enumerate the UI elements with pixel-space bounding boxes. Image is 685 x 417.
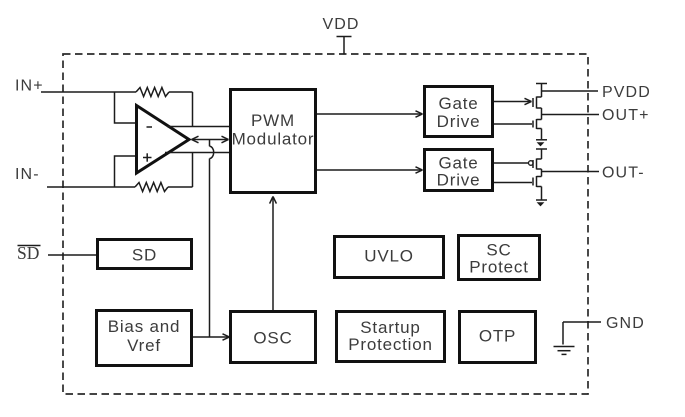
svg-text:GND: GND (606, 315, 645, 332)
svg-text:Modulator: Modulator (232, 130, 315, 149)
svg-text:IN+: IN+ (15, 78, 44, 95)
svg-text:SD: SD (17, 243, 39, 263)
svg-text:IN-: IN- (15, 166, 40, 183)
svg-text:OSC: OSC (253, 329, 292, 348)
svg-text:OTP: OTP (479, 327, 516, 346)
svg-text:SC: SC (486, 241, 511, 260)
svg-text:Startup: Startup (360, 318, 420, 337)
svg-text:Protect: Protect (469, 258, 528, 277)
svg-text:OUT+: OUT+ (602, 107, 650, 124)
svg-text:Gate: Gate (438, 94, 478, 113)
svg-text:Bias and: Bias and (108, 317, 181, 336)
svg-text:SD: SD (132, 246, 157, 265)
svg-text:UVLO: UVLO (364, 247, 414, 266)
svg-text:VDD: VDD (322, 16, 359, 33)
svg-text:Drive: Drive (437, 112, 481, 131)
svg-text:Vref: Vref (127, 336, 161, 355)
svg-text:Gate: Gate (438, 154, 478, 173)
svg-text:Protection: Protection (348, 335, 433, 354)
svg-text:Drive: Drive (437, 171, 481, 190)
svg-text:OUT-: OUT- (602, 165, 645, 182)
svg-text:PWM: PWM (251, 111, 295, 130)
svg-text:PVDD: PVDD (602, 84, 651, 101)
